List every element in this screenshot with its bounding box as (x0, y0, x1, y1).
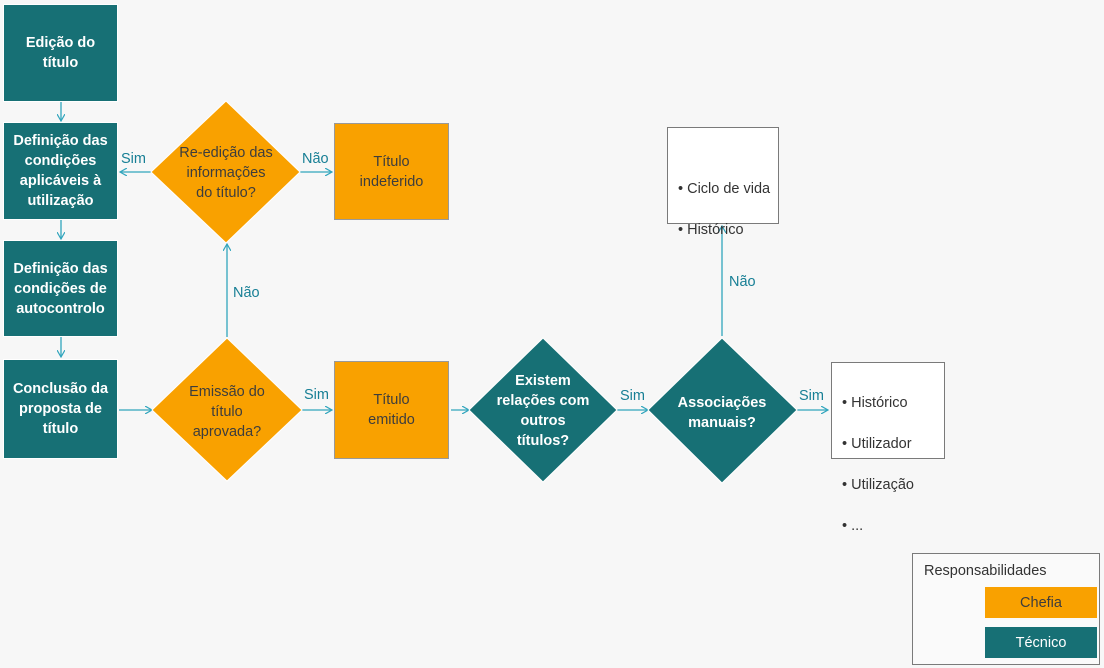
label-associacoes-sim: Sim (799, 388, 824, 404)
label-associacoes-nao: Não (729, 274, 756, 290)
label-emissao-sim: Sim (304, 387, 329, 403)
diamond-reedicao (150, 100, 301, 244)
label-reedicao-nao: Não (302, 151, 329, 167)
label-reedicao-sim: Sim (121, 151, 146, 167)
legend-title: Responsabilidades (924, 563, 1047, 579)
note-historico-utilizador: Histórico Utilizador Utilização ... (831, 362, 945, 534)
label-emissao-nao: Não (233, 285, 260, 301)
node-definicao-condicoes-autocontrolo[interactable]: Definição das condições de autocontrolo (3, 240, 118, 337)
label-existem-sim: Sim (620, 388, 645, 404)
note-item: Histórico (678, 220, 770, 241)
decision-existem-relacoes[interactable]: Existem relações com outros títulos? (496, 373, 590, 449)
note-item: ... (842, 516, 914, 537)
note-item: Utilização (842, 475, 914, 496)
node-edicao-do-titulo[interactable]: Edição do título (3, 4, 118, 102)
diamond-associacoes (647, 337, 798, 484)
node-conclusao-proposta[interactable]: Conclusão da proposta de título (3, 359, 118, 459)
note-item: Ciclo de vida (678, 179, 770, 200)
note-ciclo-historico: Ciclo de vida Histórico (667, 127, 779, 238)
decision-reedicao[interactable]: Re-edição das informações do título? (179, 145, 273, 201)
diamond-emissao (151, 337, 303, 482)
diamond-existem (468, 337, 618, 483)
note-item: Utilizador (842, 434, 914, 455)
node-titulo-emitido[interactable]: Título emitido (334, 361, 449, 459)
legend-chefia: Chefia (985, 587, 1097, 618)
decision-associacoes-manuais[interactable]: Associações manuais? (677, 395, 767, 431)
node-titulo-indeferido[interactable]: Título indeferido (334, 123, 449, 220)
decision-emissao[interactable]: Emissão do título aprovada? (189, 384, 265, 440)
legend: Responsabilidades Chefia Técnico (912, 553, 1100, 665)
note-item: Histórico (842, 393, 914, 414)
legend-tecnico: Técnico (985, 627, 1097, 658)
node-definicao-condicoes-aplicaveis[interactable]: Definição das condições aplicáveis à uti… (3, 122, 118, 220)
